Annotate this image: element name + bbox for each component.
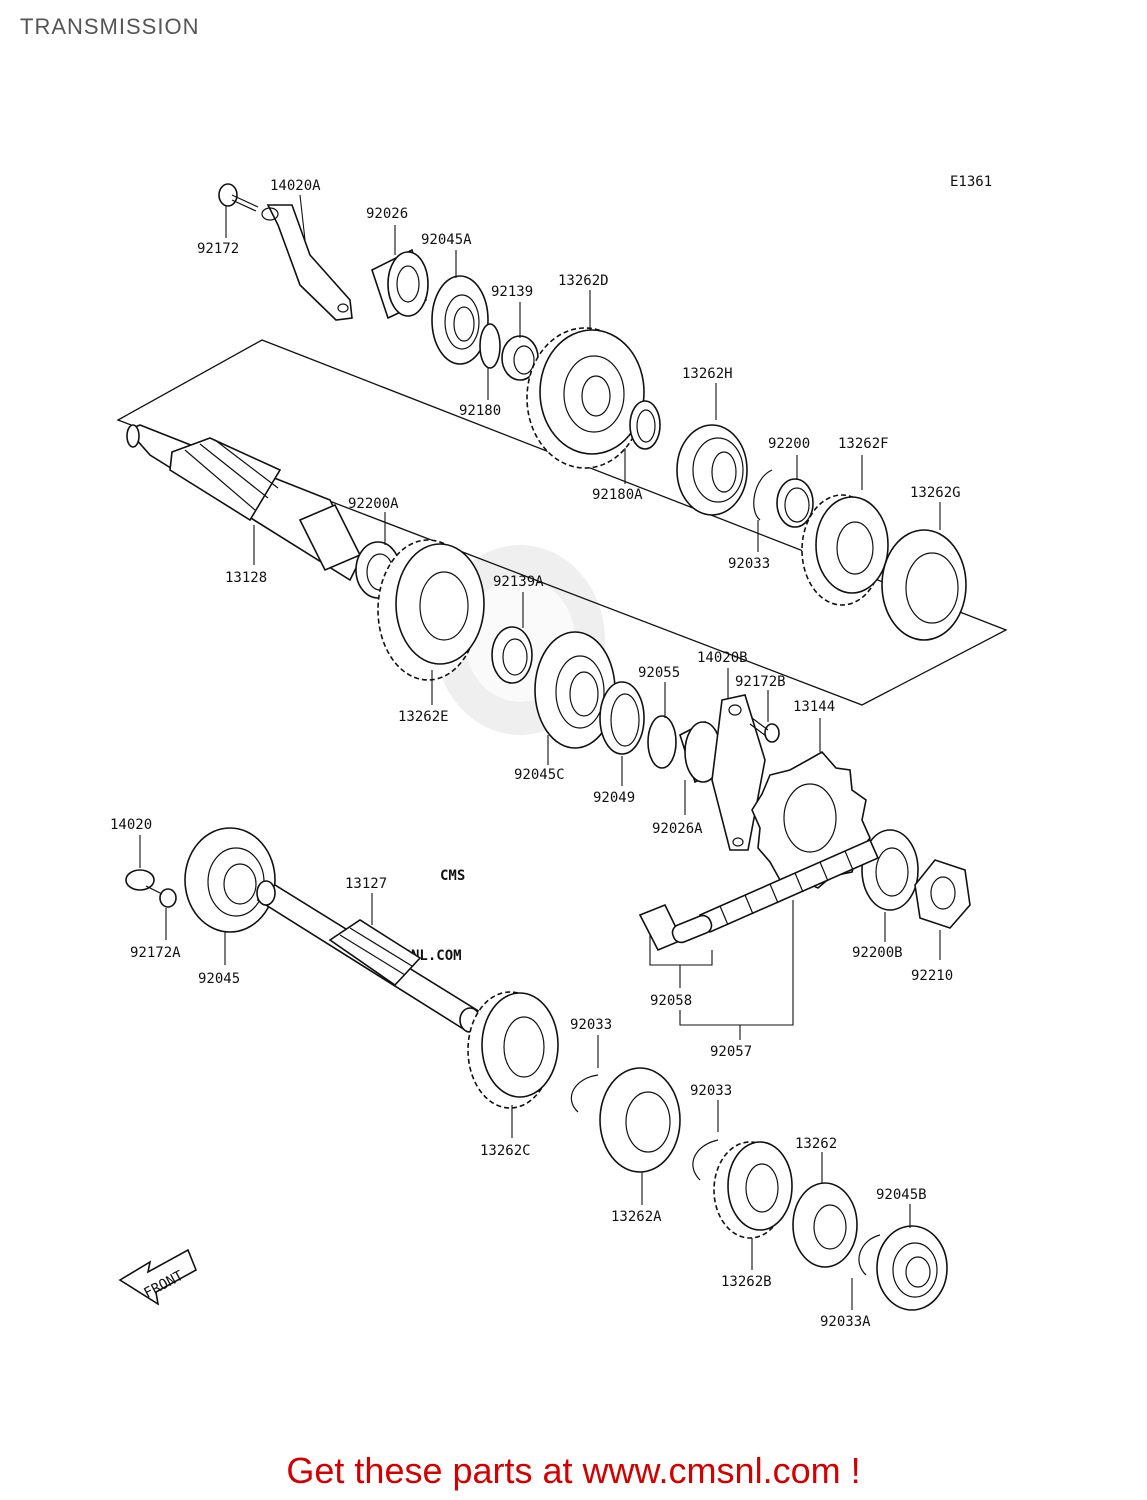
page-title: TRANSMISSION — [20, 14, 200, 39]
circlip-92033-low — [692, 1139, 719, 1181]
label-92200A: 92200A — [348, 496, 399, 512]
bearing-92045A — [431, 275, 489, 365]
circlip-92033-mid — [570, 1074, 599, 1113]
collar-92026A — [679, 720, 722, 784]
countershaft-boundary — [116, 339, 1008, 706]
circlip-92033-top — [753, 469, 773, 521]
countershaft-13128 — [126, 424, 362, 582]
bearing-92045 — [184, 827, 276, 933]
watermark-text: CMS — [440, 868, 465, 884]
bushing-92139A — [491, 626, 533, 684]
collar-92026 — [371, 248, 429, 320]
label-13262E: 13262E — [398, 709, 449, 725]
label-13262F: 13262F — [838, 436, 889, 452]
label-13262H: 13262H — [682, 366, 733, 382]
gear-13262E — [377, 539, 485, 681]
label-13262D: 13262D — [558, 273, 609, 289]
bolt-92172B — [749, 717, 780, 743]
label-14020B: 14020B — [697, 650, 748, 666]
label-92057: 92057 — [710, 1044, 752, 1060]
label-92026A: 92026A — [652, 821, 703, 837]
washer-92200 — [776, 478, 814, 528]
gear-13262A — [599, 1067, 681, 1173]
label-13262: 13262 — [795, 1136, 837, 1152]
label-13262B: 13262B — [721, 1274, 772, 1290]
label-92180: 92180 — [459, 403, 501, 419]
nut-92210 — [914, 859, 971, 929]
transmission-exploded-diagram: CMS WWW.CMSNL.COM E1361 — [110, 174, 1008, 1330]
label-92033-mid: 92033 — [570, 1017, 612, 1033]
label-14020: 14020 — [110, 817, 152, 833]
label-92172B: 92172B — [735, 674, 786, 690]
circlip-92033A — [858, 1234, 881, 1276]
gear-13262D — [526, 327, 645, 469]
label-13144: 13144 — [793, 699, 835, 715]
joint-92058 — [638, 903, 713, 952]
label-92033-top: 92033 — [728, 556, 770, 572]
washer-92180A — [629, 400, 661, 450]
part-labels: 14020A 92172 92026 92045A 92139 13262D 9… — [110, 178, 961, 1330]
label-92026: 92026 — [366, 206, 408, 222]
driveshaft-13127 — [256, 880, 482, 1033]
label-13262C: 13262C — [480, 1143, 531, 1159]
label-14020A: 14020A — [270, 178, 321, 194]
label-92139: 92139 — [491, 284, 533, 300]
label-13262G: 13262G — [910, 485, 961, 501]
label-92049: 92049 — [593, 790, 635, 806]
oring-92055 — [647, 715, 677, 769]
footer-link[interactable]: Get these parts at www.cmsnl.com ! — [286, 1450, 861, 1491]
label-13262A: 13262A — [611, 1209, 662, 1225]
label-92033-low: 92033 — [690, 1083, 732, 1099]
gear-13262H — [676, 424, 748, 516]
gear-13262G — [881, 529, 967, 641]
label-13128: 13128 — [225, 570, 267, 586]
gear-13262C — [467, 991, 559, 1109]
diagram-code: E1361 — [950, 174, 992, 190]
label-92033A: 92033A — [820, 1314, 871, 1330]
label-92139A: 92139A — [493, 574, 544, 590]
guide-14020B — [711, 694, 766, 851]
seal-92049 — [599, 681, 645, 755]
bolt-92172 — [218, 183, 259, 212]
label-92058: 92058 — [650, 993, 692, 1009]
bolt-92172A — [145, 885, 177, 908]
label-92180A: 92180A — [592, 487, 643, 503]
label-92045A: 92045A — [421, 232, 472, 248]
label-92045C: 92045C — [514, 767, 565, 783]
washer-92200B — [861, 829, 919, 911]
front-arrow-icon: FRONT — [118, 1248, 198, 1306]
label-92200B: 92200B — [852, 945, 903, 961]
gear-13262 — [792, 1182, 858, 1268]
shift-lever-14020A — [261, 204, 353, 321]
label-92172: 92172 — [197, 241, 239, 257]
label-92045B: 92045B — [876, 1187, 927, 1203]
label-92200: 92200 — [768, 436, 810, 452]
leader-lines — [139, 194, 941, 1310]
label-92172A: 92172A — [130, 945, 181, 961]
label-13127: 13127 — [345, 876, 387, 892]
gear-13262F — [801, 494, 889, 606]
plate-14020 — [125, 869, 155, 891]
label-92055: 92055 — [638, 665, 680, 681]
label-92045: 92045 — [198, 971, 240, 987]
bearing-92045B — [876, 1225, 948, 1311]
circlip-92180 — [479, 323, 501, 369]
gear-13262B — [713, 1141, 793, 1239]
label-92210: 92210 — [911, 968, 953, 984]
